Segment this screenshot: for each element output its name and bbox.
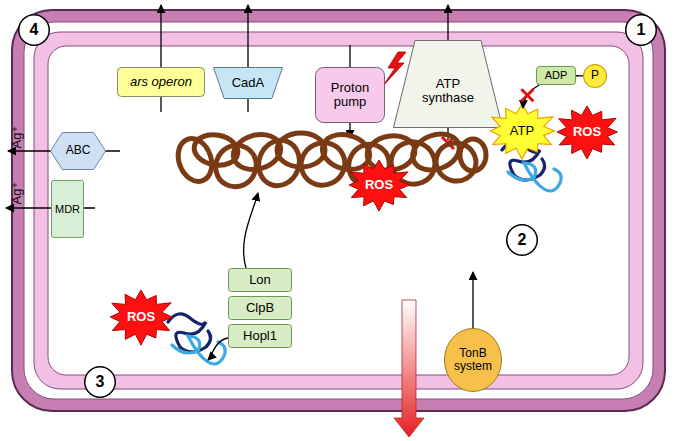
operon-box: ars operon <box>117 67 205 97</box>
ion-label: Ag⁺ <box>9 173 25 213</box>
cada-pump: CadA <box>213 67 283 99</box>
chaperone-box: ClpB <box>228 296 292 320</box>
node-text: 1 <box>637 21 646 39</box>
repair-arrow <box>208 338 228 360</box>
lightning-bolt <box>383 52 406 86</box>
damaged-protein <box>168 314 225 364</box>
node-text: ClpB <box>246 301 274 315</box>
phosphate-circle: P <box>583 64 607 88</box>
atp-star: ATP <box>488 104 556 158</box>
node-text: CadA <box>232 76 265 90</box>
callout-number: 3 <box>84 366 116 398</box>
callout-number: 2 <box>506 224 538 256</box>
node-text: 4 <box>30 21 39 39</box>
connector <box>576 75 583 76</box>
node-text: MDR <box>55 203 80 215</box>
node-text: TonB system <box>447 347 499 373</box>
gradient-arrow <box>394 300 424 437</box>
node-text: Lon <box>249 273 271 287</box>
periplasm <box>24 22 653 399</box>
block-cross <box>521 89 533 101</box>
mdr-pump: MDR <box>51 180 84 238</box>
ros-star: ROS <box>347 160 411 210</box>
adp-box: ADP <box>536 66 576 85</box>
node-text: ROS <box>365 178 393 192</box>
node-text: Proton pump <box>320 81 380 110</box>
ion-label: Ag⁺ <box>9 117 25 157</box>
outer-membrane <box>12 10 665 411</box>
callout-number: 4 <box>18 14 50 46</box>
tonb-system: TonB system <box>444 328 502 392</box>
node-text: 2 <box>518 231 527 249</box>
node-text: 3 <box>96 373 105 391</box>
abc-transporter: ABC <box>50 132 106 170</box>
ros-star: ROS <box>108 290 174 344</box>
node-text: ABC <box>66 144 91 157</box>
callout-number: 1 <box>625 14 657 46</box>
repair-arrow <box>244 193 258 268</box>
node-text: Hopl1 <box>243 329 277 343</box>
uptake-arrow <box>472 272 473 330</box>
cytoplasm <box>48 46 629 375</box>
node-text: ADP <box>545 69 568 81</box>
node-text: ROS <box>127 310 155 324</box>
dna-tangle <box>172 128 486 194</box>
ros-star: ROS <box>555 106 619 158</box>
node-text: ars operon <box>130 75 192 89</box>
atp-synthase: ATP synthase <box>393 40 503 128</box>
chaperone-box: Hopl1 <box>228 324 292 348</box>
node-text: ATP <box>510 124 534 138</box>
node-text: P <box>591 69 599 82</box>
connector <box>523 85 539 108</box>
proton-pump: Proton pump <box>315 67 385 123</box>
chaperone-box: Lon <box>228 268 292 292</box>
node-text: ATP synthase <box>413 77 483 106</box>
node-text: ROS <box>573 125 601 139</box>
inner-membrane <box>34 32 643 389</box>
